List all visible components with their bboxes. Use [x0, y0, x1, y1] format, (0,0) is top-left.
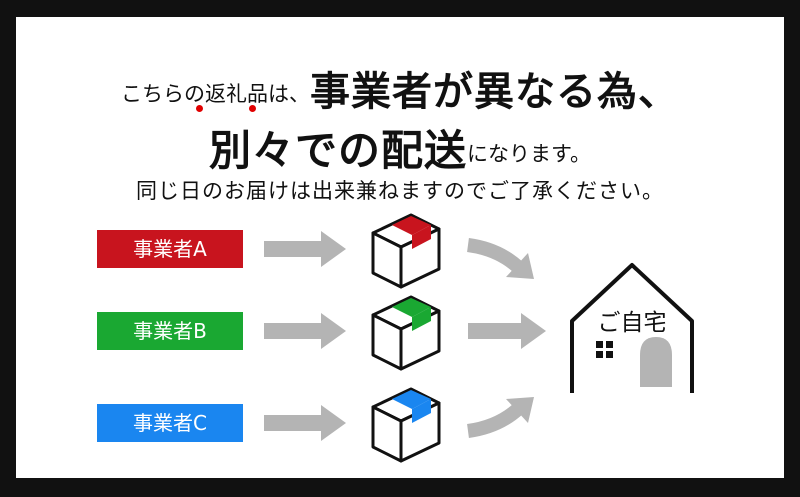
heading-line-3: 同じ日のお届けは出来兼ねますのでご了承ください。	[136, 179, 664, 203]
arrow-icon	[264, 313, 346, 349]
heading-line-1-emphasis: 事業者が異なる為、	[310, 69, 679, 115]
notice-panel: こちらの返礼品は、事業者が異なる為、 別々での配送になります。 同じ日のお届けは…	[16, 17, 784, 478]
heading-line-2-emphasis: 別々での配送	[209, 126, 468, 175]
business-a-label: 事業者A	[97, 230, 243, 268]
emphasis-dot	[249, 105, 256, 112]
curved-arrow-head	[506, 397, 534, 423]
curved-arrow-head	[506, 253, 534, 279]
emphasis-dots	[16, 105, 784, 115]
arrow-icon	[264, 231, 346, 267]
business-c-label: 事業者C	[97, 404, 243, 442]
house-icon	[570, 263, 694, 393]
arrow-icon	[264, 405, 346, 441]
heading-line-1-intro: こちらの返礼品は、	[121, 82, 310, 106]
box-icon	[371, 213, 441, 289]
curved-arrow-icon	[466, 238, 523, 273]
emphasis-dot	[196, 105, 203, 112]
business-b-label: 事業者B	[97, 312, 243, 350]
heading-line-2-suffix: になります。	[467, 142, 591, 166]
home-label: ご自宅	[597, 310, 667, 336]
arrow-icon	[468, 313, 546, 349]
heading-line-2: 別々での配送になります。	[16, 117, 784, 178]
delivery-diagram	[264, 213, 694, 463]
box-icon	[371, 295, 441, 371]
curved-arrow-icon	[466, 403, 523, 438]
box-icon	[371, 387, 441, 463]
heading-line-1: こちらの返礼品は、事業者が異なる為、	[16, 59, 784, 117]
